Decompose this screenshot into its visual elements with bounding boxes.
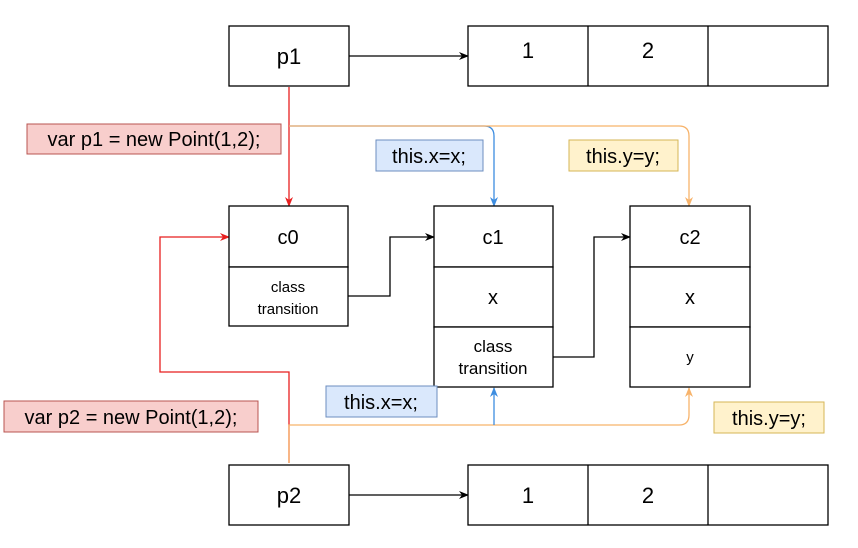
svg-text:this.y=y;: this.y=y; <box>586 146 660 168</box>
p1-to-c2-arrow <box>289 125 693 207</box>
svg-text:this.y=y;: this.y=y; <box>732 408 806 430</box>
p2-slot-1: 2 <box>642 483 654 508</box>
p2-slot-0: 1 <box>522 483 534 508</box>
shape-c1: c1 x class transition <box>433 205 554 388</box>
p2-set-x-label: this.x=x; <box>325 385 438 418</box>
p2-to-c2-arrow <box>288 387 693 463</box>
c0-transition-line2: transition <box>258 301 319 318</box>
c1-transition-line1: class <box>474 337 513 356</box>
p1-set-x-label: this.x=x; <box>375 139 484 172</box>
p1-property-array: 1 2 <box>467 25 829 87</box>
svg-text:var p2 = new Point(1,2);: var p2 = new Point(1,2); <box>25 407 238 429</box>
svg-text:this.x=x;: this.x=x; <box>344 392 418 414</box>
shape-c0: c0 class transition <box>228 205 349 327</box>
p2-property-array: 1 2 <box>467 464 829 526</box>
p1-declaration-label: var p1 = new Point(1,2); <box>26 123 282 155</box>
p1-object: p1 <box>228 25 350 87</box>
c0-transition-line1: class <box>271 279 305 296</box>
c2-field-y: y <box>686 349 694 366</box>
c0-to-c1-transition-arrow <box>348 233 435 297</box>
p2-to-c0-arrow <box>159 233 290 463</box>
p2-declaration-label: var p2 = new Point(1,2); <box>3 400 259 433</box>
c1-title: c1 <box>482 227 503 249</box>
c1-to-c2-transition-arrow <box>553 233 631 358</box>
p2-set-y-label: this.y=y; <box>713 401 825 434</box>
p1-slot-1: 2 <box>642 38 654 63</box>
c2-field-x: x <box>685 287 695 309</box>
shape-c2: c2 x y <box>629 205 751 388</box>
c1-transition-line2: transition <box>459 359 528 378</box>
c2-title: c2 <box>679 227 700 249</box>
p1-set-y-label: this.y=y; <box>568 139 679 172</box>
c1-field-x: x <box>488 287 498 309</box>
svg-text:this.x=x;: this.x=x; <box>392 146 466 168</box>
p2-object: p2 <box>228 464 350 526</box>
p1-slot-0: 1 <box>522 38 534 63</box>
p1-label: p1 <box>277 44 301 69</box>
c0-title: c0 <box>277 227 298 249</box>
p2-label: p2 <box>277 483 301 508</box>
svg-text:var p1 = new Point(1,2);: var p1 = new Point(1,2); <box>48 129 261 151</box>
